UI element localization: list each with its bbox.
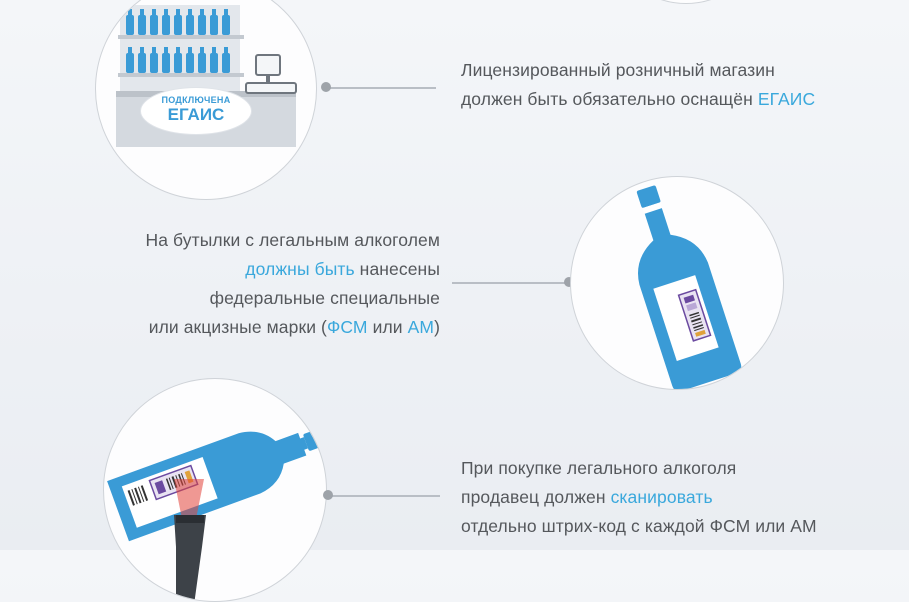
bottle-marks-text: На бутылки с легальным алкоголем должны … (80, 226, 440, 342)
am-highlight: АМ (407, 317, 435, 337)
connector-dot-1 (321, 82, 331, 92)
bottle-illustration-circle (570, 176, 784, 390)
fsm-highlight: ФСМ (326, 317, 368, 337)
bottle-scanning-illustration (107, 428, 326, 601)
scan-highlight: сканировать (610, 487, 713, 507)
egais-highlight: ЕГАИС (757, 89, 816, 109)
connector-dot-2 (564, 277, 574, 287)
scan-text-line2: продавец должен сканировать (461, 487, 713, 507)
scan-text-line3: отдельно штрих-код с каждой ФСМ или АМ (461, 516, 817, 536)
bottle-row-top (126, 9, 230, 35)
marks-text-line1: На бутылки с легальным алкоголем (145, 230, 440, 250)
marks-text-line2: должны быть нанесены (245, 259, 440, 279)
store-illustration-circle: ПОДКЛЮЧЕНА ЕГАИС (95, 0, 317, 200)
scan-requirement-text: При покупке легального алкоголя продавец… (461, 454, 817, 541)
bottle-with-excise-stamp (636, 185, 742, 389)
scan-text-line1: При покупке легального алкоголя (461, 458, 737, 478)
egais-badge-title: ЕГАИС (167, 105, 225, 124)
egais-badge-caption: ПОДКЛЮЧЕНА (161, 95, 231, 105)
connector-line-1 (326, 87, 436, 89)
connector-line-2 (452, 282, 570, 284)
connector-line-3 (330, 495, 440, 497)
egais-badge: ПОДКЛЮЧЕНА ЕГАИС (140, 87, 252, 135)
scanner-illustration-circle (103, 378, 327, 602)
excise-stamp-icon (677, 288, 712, 342)
store-text-line1: Лицензированный розничный магазин (461, 60, 775, 80)
cash-register-icon (245, 54, 297, 94)
connector-dot-3 (323, 490, 333, 500)
marks-text-line4: или акцизные марки (ФСМ или АМ) (148, 317, 440, 337)
barcode-scanner-icon (174, 515, 206, 601)
store-requirement-text: Лицензированный розничный магазин должен… (461, 56, 815, 114)
marks-text-line3: федеральные специальные (209, 288, 440, 308)
must-be-highlight: должны быть (245, 259, 355, 279)
barcode-icon (127, 485, 149, 506)
scan-beam (174, 479, 204, 519)
bottle-row-bottom (126, 47, 230, 73)
top-circle-partial (604, 0, 768, 4)
store-text-line2: должен быть обязательно оснащён ЕГАИС (461, 89, 816, 109)
